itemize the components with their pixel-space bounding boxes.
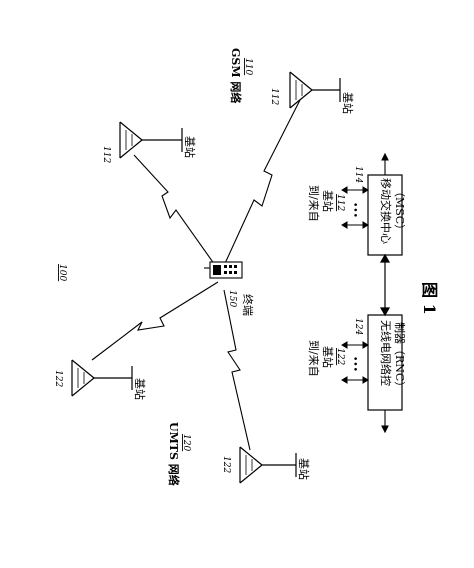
mobile-phone-icon bbox=[204, 261, 243, 279]
base-station-label: 基站 bbox=[133, 378, 147, 400]
radio-link-icon bbox=[133, 154, 223, 276]
rnc-label-line2: 制器（RNC） bbox=[393, 322, 406, 392]
msc-rnc-link bbox=[379, 253, 391, 317]
umts-tower-ref: 122 bbox=[53, 370, 63, 387]
radio-link-icon bbox=[221, 99, 301, 271]
gsm-tower-ref: 112 bbox=[101, 146, 111, 163]
radio-link-icon bbox=[223, 289, 251, 451]
rnc-ellipsis: ••• bbox=[349, 356, 359, 372]
msc-bs-ref: 112 bbox=[335, 194, 345, 211]
rnc-label-line1: 无线电网络控 bbox=[379, 320, 393, 386]
rnc-base-stations-label: 基站 bbox=[321, 346, 335, 368]
antenna-tower-icon bbox=[71, 359, 133, 397]
gsm-network-ref: 110 bbox=[243, 58, 253, 75]
msc-label-line1: 移动交换中心 bbox=[379, 178, 393, 244]
antenna-tower-icon bbox=[289, 71, 341, 109]
umts-network-ref: 120 bbox=[181, 434, 191, 451]
umts-tower-ref: 122 bbox=[221, 456, 231, 473]
gsm-tower-ref: 112 bbox=[269, 88, 279, 105]
antenna-tower-icon bbox=[239, 446, 297, 484]
base-station-label: 基站 bbox=[341, 92, 355, 114]
base-station-label: 基站 bbox=[297, 458, 311, 480]
msc-ref: 114 bbox=[353, 166, 363, 183]
radio-link-icon bbox=[91, 281, 219, 361]
msc-label-line2: （MSC） bbox=[393, 186, 406, 235]
terminal-label: 终端 bbox=[241, 294, 255, 316]
antenna-tower-icon bbox=[119, 121, 183, 159]
rnc-to-from-label: 到/来自 bbox=[307, 340, 320, 377]
system-ref-number: 100 bbox=[57, 264, 67, 281]
gsm-network-label: GSM 网络 bbox=[229, 48, 243, 103]
umts-network-label: UMTS 网络 bbox=[167, 422, 181, 486]
figure-caption: 图 1 bbox=[420, 282, 439, 315]
terminal-ref: 150 bbox=[227, 290, 237, 307]
msc-base-stations-label: 基站 bbox=[321, 190, 335, 212]
msc-to-from-label: 到/来自 bbox=[307, 185, 320, 222]
rnc-bs-ref: 122 bbox=[335, 348, 345, 365]
msc-ellipsis: ••• bbox=[349, 202, 359, 218]
rnc-ref: 124 bbox=[353, 318, 363, 335]
base-station-label: 基站 bbox=[183, 136, 197, 158]
